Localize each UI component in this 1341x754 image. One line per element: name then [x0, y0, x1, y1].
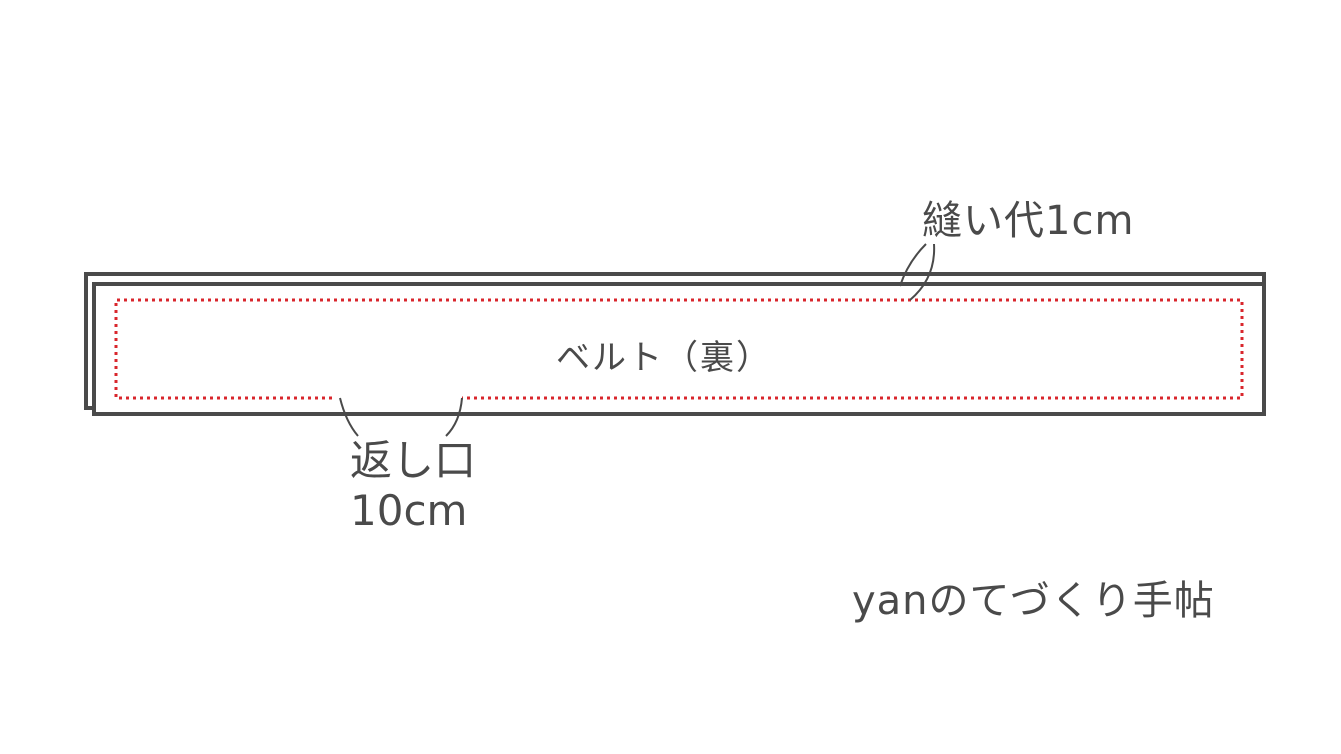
belt-back-label: ベルト（裏）	[556, 338, 772, 378]
opening-leader-right	[445, 397, 463, 437]
return-opening-label: 返し口 10cm	[350, 436, 476, 536]
opening-leader-left	[339, 397, 359, 437]
stitch-line	[114, 298, 1244, 400]
seam-allowance-label: 縫い代1cm	[922, 198, 1135, 244]
return-opening-label-line1: 返し口	[350, 436, 477, 485]
fabric-front-layer	[92, 282, 1266, 416]
return-opening-label-line2: 10cm	[350, 486, 468, 535]
seam-allowance-leader-left	[899, 243, 927, 287]
seam-allowance-leader-right	[909, 243, 936, 301]
credit-watermark: yanのてづくり手帖	[852, 578, 1215, 624]
